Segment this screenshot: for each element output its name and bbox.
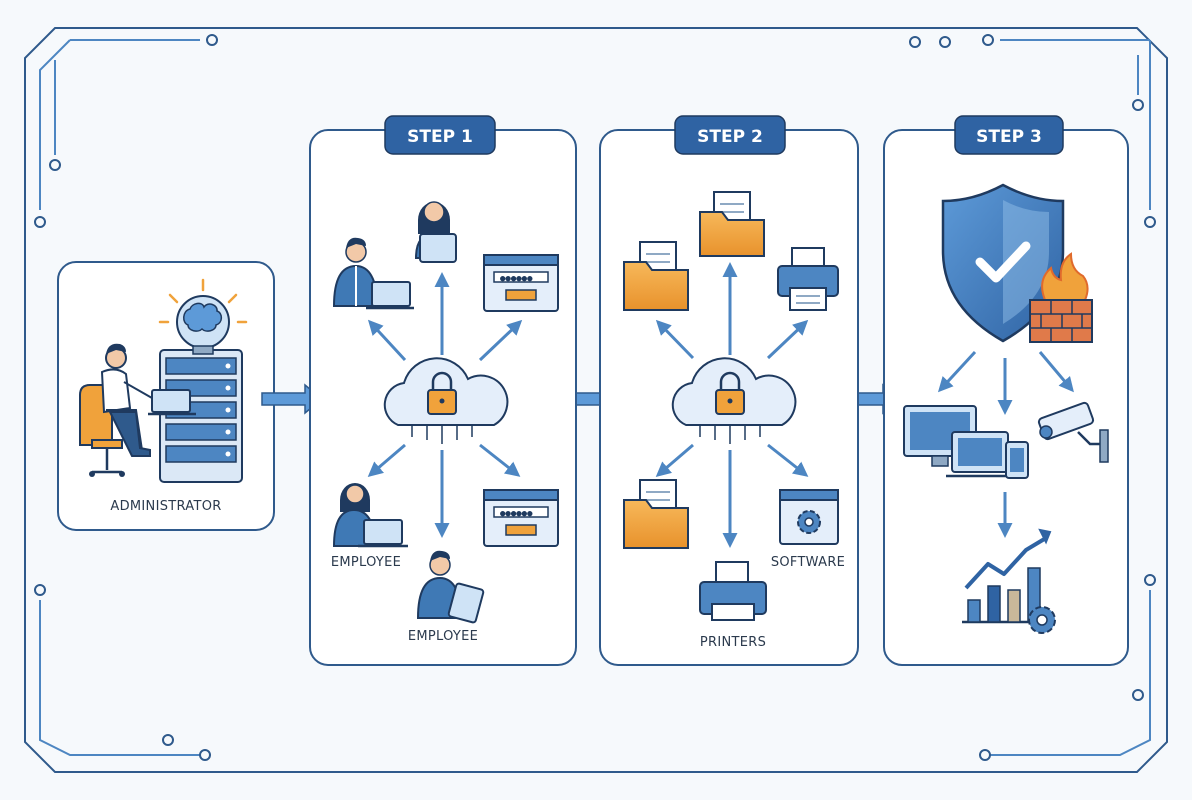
printers-label: PRINTERS [700,635,766,650]
analytics-chart-gear-icon [962,528,1056,634]
administrator-label: ADMINISTRATOR [110,499,221,514]
step-1-panel: STEP 1 [309,115,577,666]
circuit-frame [24,27,1168,773]
folder-document-icon-top [699,191,765,257]
printer-icon-bottom [699,561,767,621]
step-3-badge: STEP 3 [976,127,1042,147]
lightbulb-brain-icon [158,278,248,355]
step-2-badge: STEP 2 [697,127,763,147]
printer-icon-top [777,247,839,311]
server-rack-icon [159,349,243,483]
step-3-panel: STEP 3 [883,115,1129,666]
step-2-panel: STEP 2 [599,115,859,666]
step-1-badge: STEP 1 [407,127,473,147]
devices-icon [903,405,1029,479]
administrator-panel: ADMINISTRATOR [57,261,275,531]
security-camera-icon [1037,401,1109,463]
employee-label-left: EMPLOYEE [331,555,401,570]
cloud-lock-icon [383,357,509,444]
firewall-icon [1029,252,1093,343]
software-settings-icon [779,489,839,545]
login-window-icon-top: ●●●●●● [483,254,559,312]
svg-text:●●●●●●: ●●●●●● [500,509,533,519]
folder-document-icon-bottom [623,479,689,549]
employee-tablet-icon-bottom [416,550,485,624]
svg-text:●●●●●●: ●●●●●● [500,274,533,284]
step-1-arrows [367,272,523,538]
login-window-icon-bottom: ●●●●●● [483,489,559,547]
employee-label-bottom: EMPLOYEE [408,629,478,644]
administrator-person-icon [79,343,196,477]
cloud-lock-icon [671,357,797,444]
employee-laptop-icon [332,237,414,310]
step-2-arrows [655,262,809,548]
step-3-arrows [937,350,1074,538]
employee-tablet-icon-top [414,201,457,263]
employee-laptop-icon-bottom [332,483,408,548]
software-label: SOFTWARE [771,555,845,570]
folder-document-icon-left [623,241,689,311]
